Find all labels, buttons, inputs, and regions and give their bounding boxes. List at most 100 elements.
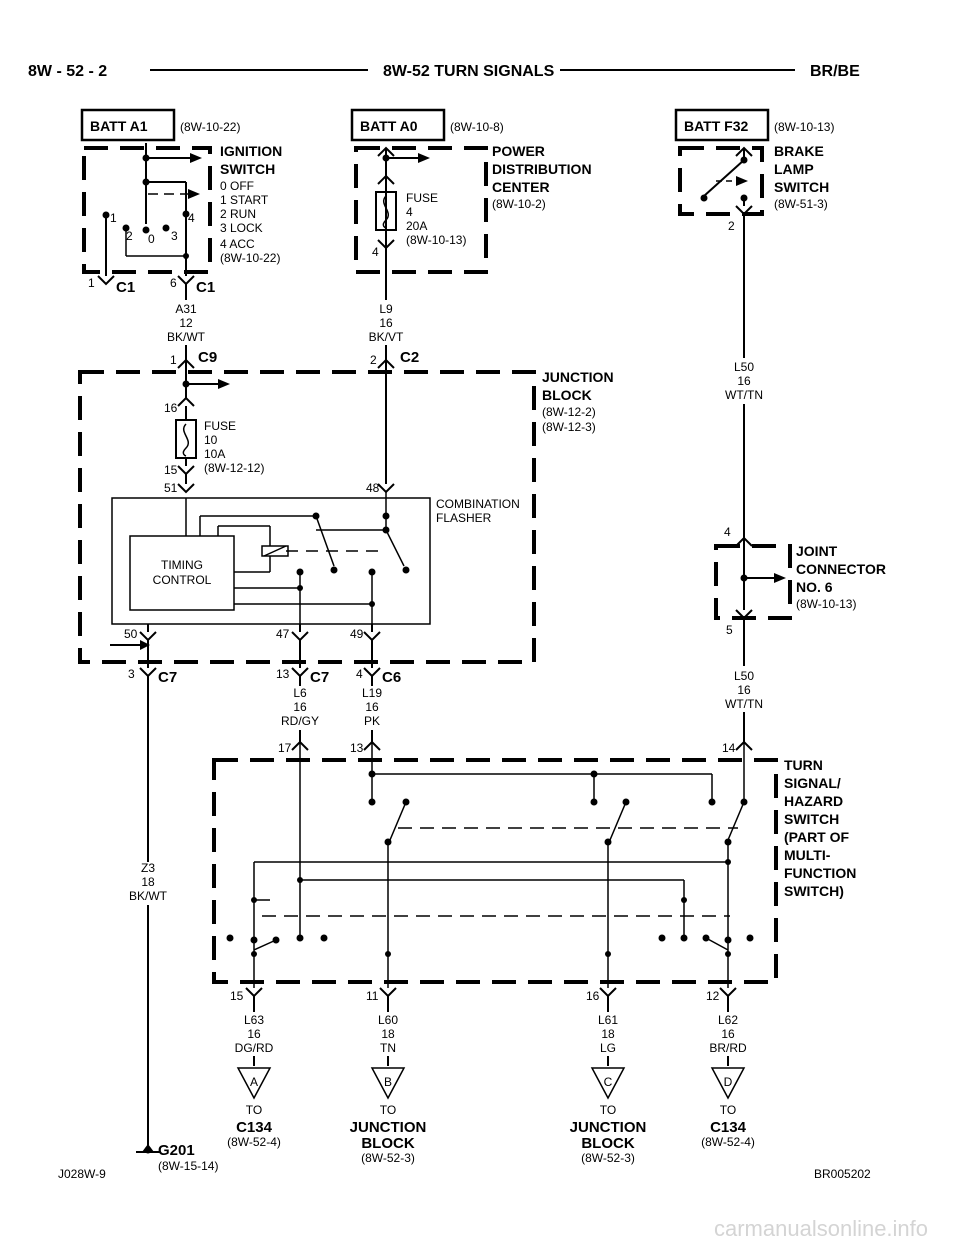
svg-text:DG/RD: DG/RD [235,1041,274,1055]
svg-text:PK: PK [364,714,380,728]
svg-text:L61: L61 [598,1013,618,1027]
svg-text:16: 16 [365,700,379,714]
wire-label-l6: L6 16 RD/GY [281,686,319,728]
svg-text:SIGNAL/: SIGNAL/ [784,775,841,791]
svg-text:TIMING: TIMING [161,558,203,572]
svg-text:(8W-10-8): (8W-10-8) [450,120,504,134]
svg-text:BK/WT: BK/WT [167,330,206,344]
svg-text:BRAKE: BRAKE [774,143,824,159]
svg-text:12: 12 [179,316,193,330]
svg-text:B: B [384,1075,392,1089]
svg-text:COMBINATION: COMBINATION [436,497,520,511]
svg-text:L60: L60 [378,1013,398,1027]
wire-label-a31: A31 12 BK/WT [167,302,206,344]
svg-text:BLOCK: BLOCK [542,387,592,403]
svg-text:13: 13 [350,741,364,755]
svg-text:WT/TN: WT/TN [725,388,763,402]
svg-text:JOINT: JOINT [796,543,838,559]
svg-text:L19: L19 [362,686,382,700]
svg-text:WT/TN: WT/TN [725,697,763,711]
svg-text:(8W-10-13): (8W-10-13) [406,233,466,247]
svg-text:5: 5 [726,623,733,637]
svg-text:1: 1 [88,276,95,290]
svg-text:C: C [604,1075,613,1089]
svg-text:JUNCTION: JUNCTION [570,1119,647,1136]
svg-text:3 LOCK: 3 LOCK [220,221,263,235]
svg-text:BLOCK: BLOCK [581,1135,634,1152]
wire-label-l50-bottom: L50 16 WT/TN [725,669,763,711]
wire-label-l19: L19 16 PK [362,686,382,728]
svg-text:BATT A1: BATT A1 [90,118,148,134]
svg-text:FLASHER: FLASHER [436,511,492,525]
svg-text:C2: C2 [400,349,419,366]
svg-text:BR/RD: BR/RD [709,1041,747,1055]
svg-text:C7: C7 [310,669,329,686]
svg-text:G201: G201 [158,1142,195,1159]
ground-g201: G201 (8W-15-14) [136,1142,218,1173]
svg-text:(8W-52-4): (8W-52-4) [701,1135,755,1149]
watermark: carmanualsonline.info [714,1216,928,1241]
svg-text:13: 13 [276,667,290,681]
destination-d: D TO C134 (8W-52-4) [701,1067,755,1149]
svg-text:4: 4 [356,667,363,681]
svg-text:Z3: Z3 [141,861,155,875]
source-batt-f32: BATT F32 (8W-10-13) [674,108,834,142]
svg-text:C1: C1 [116,279,135,296]
svg-text:16: 16 [293,700,307,714]
turn-signal-hazard-switch: 17 13 14 [212,740,856,1003]
svg-text:4 ACC: 4 ACC [220,237,255,251]
svg-text:IGNITION: IGNITION [220,143,282,159]
svg-text:4: 4 [188,211,195,225]
svg-text:18: 18 [381,1027,395,1041]
svg-text:3: 3 [128,667,135,681]
svg-text:(8W-10-22): (8W-10-22) [180,120,240,134]
svg-text:50: 50 [124,627,138,641]
svg-text:14: 14 [722,741,736,755]
svg-text:SWITCH: SWITCH [220,161,275,177]
wire-label-l9: L9 16 BK/VT [369,302,404,344]
svg-text:18: 18 [601,1027,615,1041]
svg-text:C1: C1 [196,279,215,296]
svg-text:(8W-51-3): (8W-51-3) [774,197,828,211]
svg-text:20A: 20A [406,219,427,233]
svg-text:16: 16 [247,1027,261,1041]
svg-text:POWER: POWER [492,143,545,159]
svg-text:HAZARD: HAZARD [784,793,843,809]
svg-text:51: 51 [164,481,178,495]
power-distribution-center: 4 FUSE 4 20A (8W-10-13) POWER DISTRIBUTI… [354,143,592,274]
svg-text:TO: TO [246,1103,262,1117]
svg-text:SWITCH): SWITCH) [784,883,844,899]
svg-text:(8W-12-2): (8W-12-2) [542,405,596,419]
svg-text:(8W-10-13): (8W-10-13) [774,120,834,134]
wire-label-l63: L63 16 DG/RD [235,1013,274,1055]
svg-text:L63: L63 [244,1013,264,1027]
svg-text:CENTER: CENTER [492,179,550,195]
svg-text:1 START: 1 START [220,193,269,207]
combination-flasher: COMBINATION FLASHER TIMING CONTROL [111,492,520,625]
svg-text:6: 6 [170,276,177,290]
svg-text:CONTROL: CONTROL [153,573,212,587]
wire-label-l62: L62 16 BR/RD [709,1013,747,1055]
footer-right-code: BR005202 [814,1167,871,1181]
svg-text:4: 4 [724,525,731,539]
svg-text:(8W-10-2): (8W-10-2) [492,197,546,211]
svg-text:15: 15 [164,463,178,477]
svg-text:LG: LG [600,1041,616,1055]
svg-text:C6: C6 [382,669,401,686]
svg-text:BATT F32: BATT F32 [684,118,749,134]
svg-text:CONNECTOR: CONNECTOR [796,561,886,577]
svg-text:(8W-12-12): (8W-12-12) [204,461,264,475]
svg-text:16: 16 [164,401,178,415]
svg-text:16: 16 [721,1027,735,1041]
svg-text:(8W-52-3): (8W-52-3) [581,1151,635,1165]
svg-text:L62: L62 [718,1013,738,1027]
svg-text:C134: C134 [710,1119,747,1136]
svg-text:(8W-52-4): (8W-52-4) [227,1135,281,1149]
svg-text:JUNCTION: JUNCTION [542,369,614,385]
page-title: 8W-52 TURN SIGNALS [383,63,555,80]
destination-b: B TO JUNCTION BLOCK (8W-52-3) [350,1067,426,1165]
svg-text:TO: TO [380,1103,396,1117]
source-batt-a0: BATT A0 (8W-10-8) [350,108,504,142]
joint-connector-6: 4 5 JOINT CONNECTOR NO. 6 (8W-10-13) [714,525,886,637]
